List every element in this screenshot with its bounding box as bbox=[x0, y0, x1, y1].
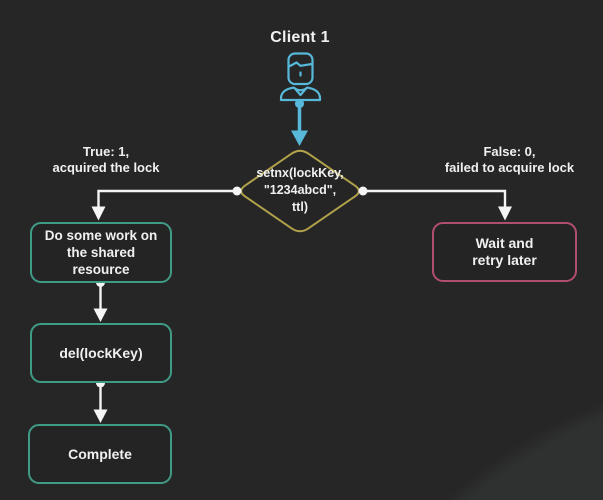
arrow-true-branch bbox=[91, 186, 242, 221]
node-complete-label: Complete bbox=[68, 445, 132, 462]
person-icon bbox=[279, 52, 322, 102]
client-title: Client 1 bbox=[270, 29, 330, 46]
decision-line-3: ttl) bbox=[292, 200, 308, 214]
arrowhead-down-icon bbox=[93, 308, 108, 322]
node-do-work: Do some work on the shared resource bbox=[30, 222, 172, 283]
node-wait-retry: Wait and retry later bbox=[432, 222, 577, 282]
branch-true-line-1: True: 1, bbox=[82, 144, 130, 159]
node-del-lockkey-label: del(lockKey) bbox=[59, 344, 143, 361]
branch-false-line-1: False: 0, bbox=[483, 144, 536, 159]
node-do-work-label: Do some work on the shared resource bbox=[44, 228, 158, 277]
decision-label: setnx(lockKey, "1234abcd", ttl) bbox=[243, 165, 357, 216]
node-del-lockkey: del(lockKey) bbox=[30, 323, 172, 383]
connector-dot bbox=[294, 98, 305, 109]
arrowhead-down-icon bbox=[93, 409, 108, 423]
decision-line-1: setnx(lockKey, bbox=[256, 166, 344, 180]
arrow-work-to-del bbox=[93, 278, 108, 322]
branch-false-label: False: 0, failed to acquire lock bbox=[420, 144, 599, 176]
branch-false-line-2: failed to acquire lock bbox=[444, 160, 575, 175]
decision-line-2: "1234abcd", bbox=[263, 183, 337, 197]
decision-diamond bbox=[240, 149, 360, 233]
node-wait-retry-label: Wait and retry later bbox=[472, 235, 537, 268]
branch-true-line-2: acquired the lock bbox=[52, 160, 160, 175]
arrow-client-to-decision bbox=[291, 98, 308, 146]
arrowhead-down-icon bbox=[291, 130, 308, 146]
connector-dot bbox=[358, 186, 368, 196]
arrowhead-down-icon bbox=[498, 206, 512, 221]
branch-true-label: True: 1, acquired the lock bbox=[18, 144, 194, 176]
connector-dot bbox=[232, 186, 242, 196]
arrowhead-down-icon bbox=[91, 206, 106, 221]
node-complete: Complete bbox=[28, 424, 172, 484]
arrow-del-to-complete bbox=[93, 378, 108, 423]
arrow-false-branch bbox=[358, 186, 512, 221]
